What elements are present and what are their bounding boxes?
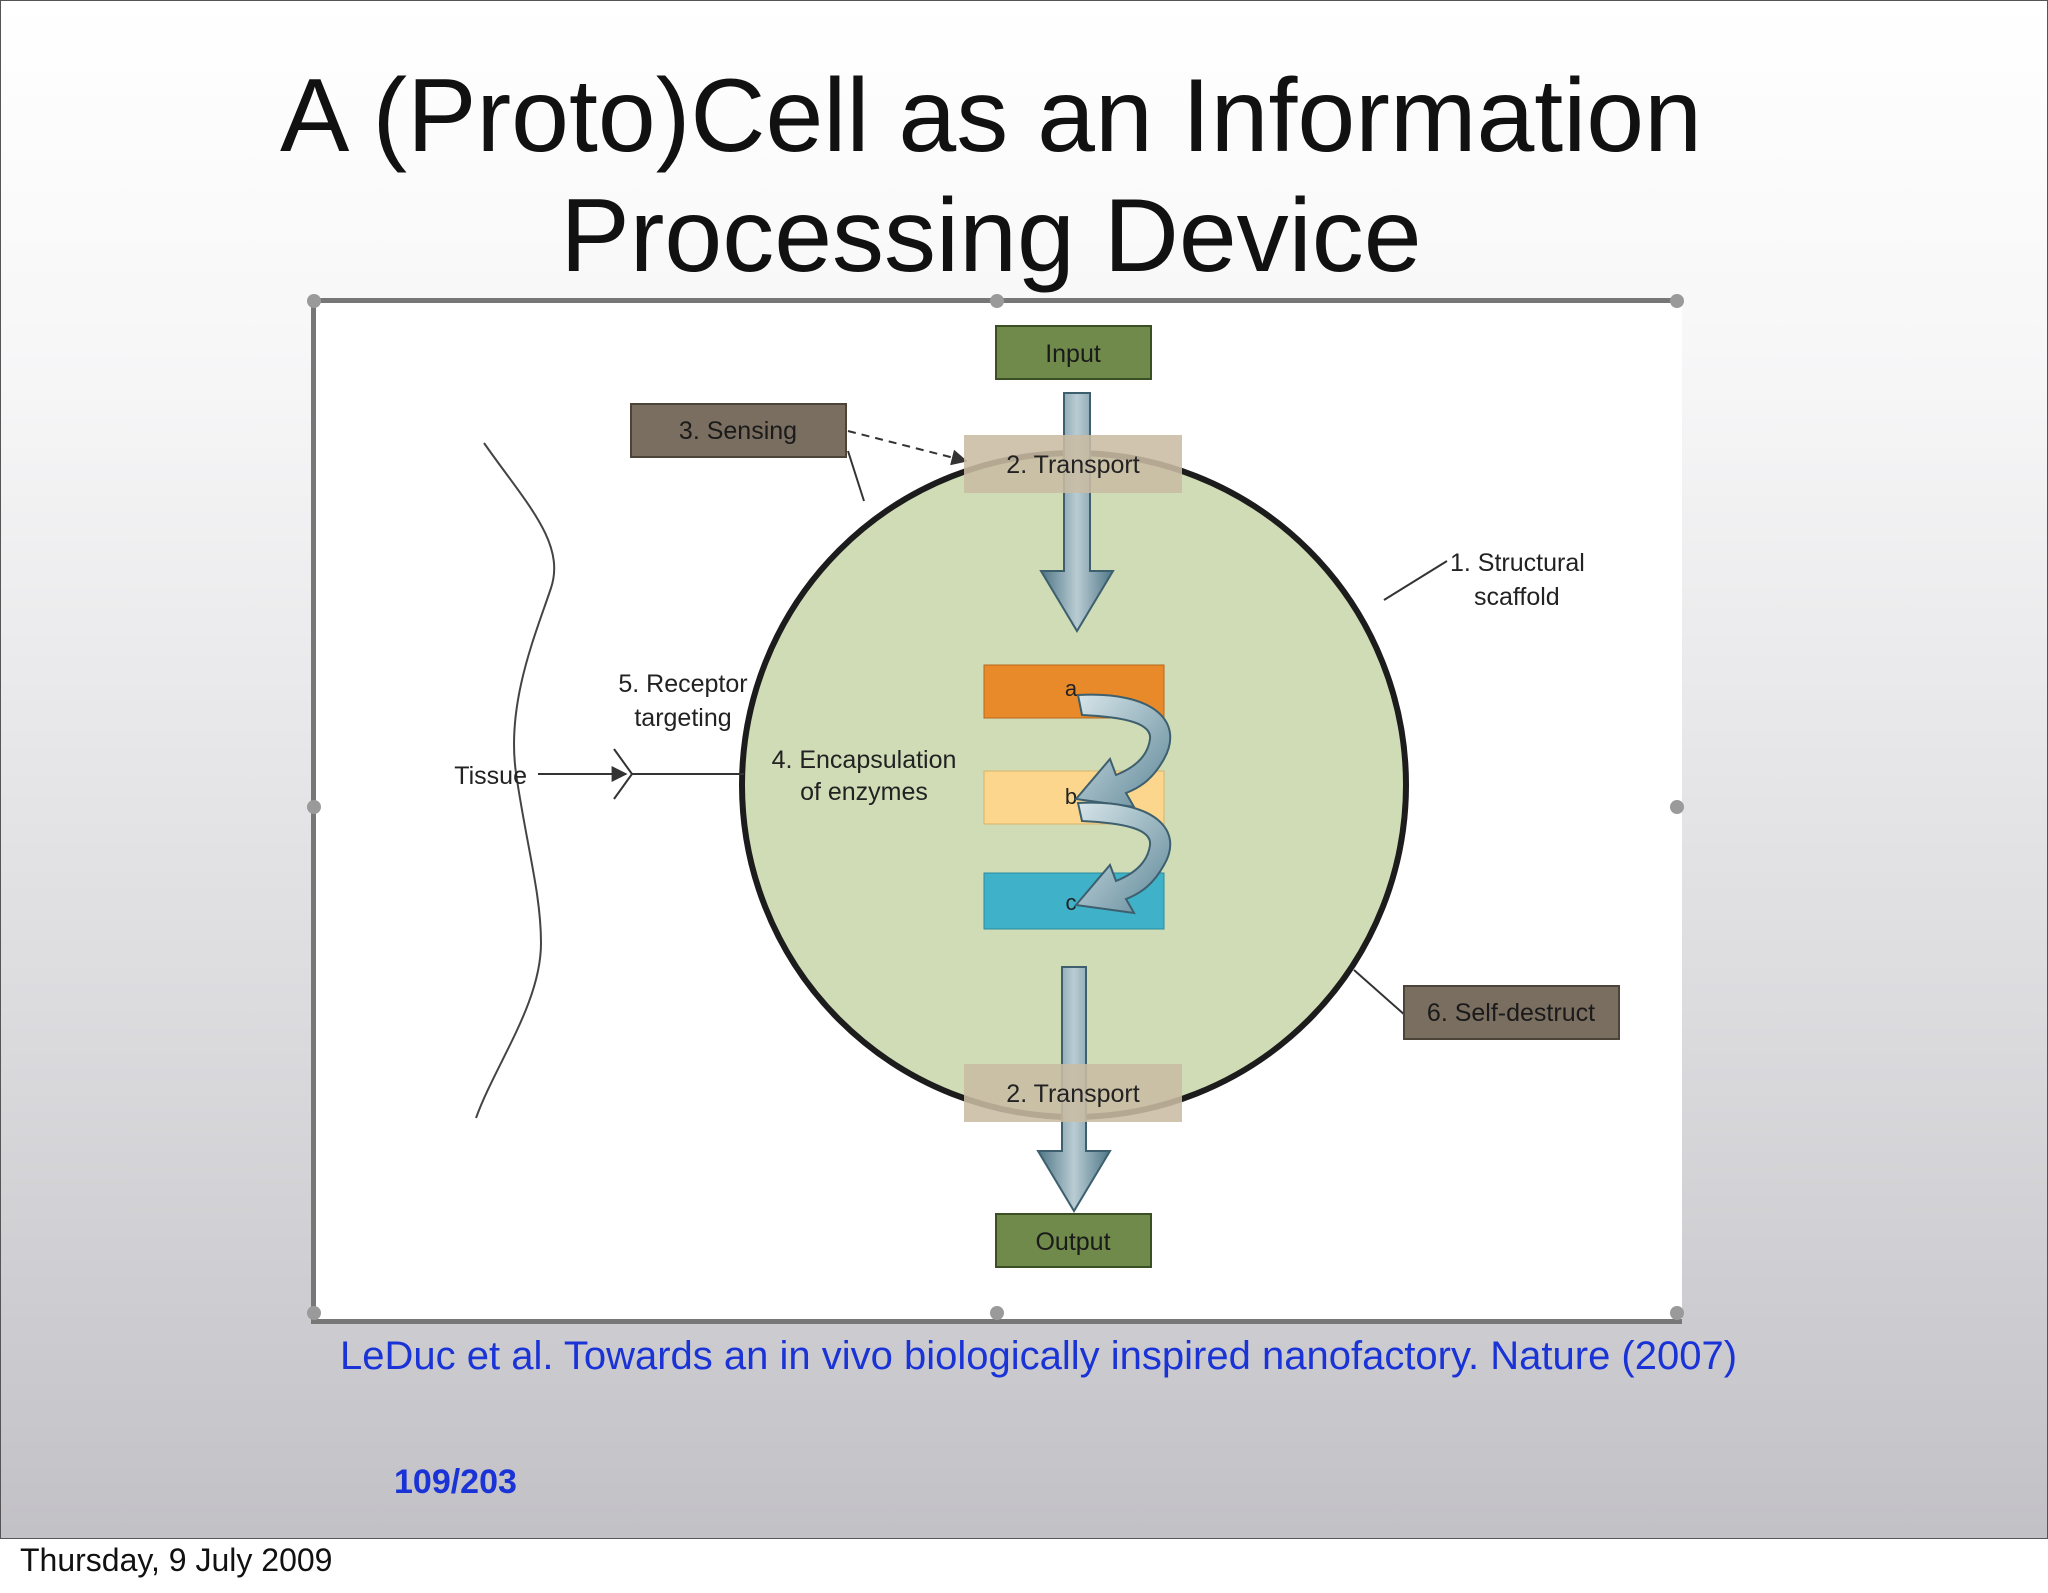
input-box bbox=[995, 325, 1152, 380]
transport-top-label: 2. Transport bbox=[1006, 451, 1139, 479]
selection-handle[interactable] bbox=[307, 800, 321, 814]
selection-handle[interactable] bbox=[307, 294, 321, 308]
figure-frame: 2. Transport 2. Transport Input Output 3… bbox=[311, 298, 1682, 1324]
selection-handle[interactable] bbox=[307, 1306, 321, 1320]
input-label: Input bbox=[1045, 340, 1101, 368]
structural-label-line2: scaffold bbox=[1474, 583, 1560, 611]
protocell-diagram: 2. Transport 2. Transport Input Output 3… bbox=[454, 325, 1620, 1268]
tissue-boundary bbox=[475, 442, 556, 1119]
transport-top-box bbox=[964, 435, 1182, 493]
citation-link[interactable]: LeDuc et al. Towards an in vivo biologic… bbox=[340, 1334, 1738, 1378]
slide-title: A (Proto)Cell as an Information Processi… bbox=[280, 58, 1702, 294]
selection-handle[interactable] bbox=[1670, 294, 1684, 308]
sensing-label: 3. Sensing bbox=[679, 417, 797, 445]
slide: A (Proto)Cell as an Information Processi… bbox=[0, 0, 2048, 1539]
selection-handle[interactable] bbox=[1670, 1306, 1684, 1320]
encapsulation-label-line2: of enzymes bbox=[800, 778, 928, 806]
transport-bottom-box bbox=[964, 1064, 1182, 1122]
enzyme-c-label: c bbox=[1066, 890, 1077, 915]
enzyme-b-label: b bbox=[1065, 784, 1077, 809]
sensing-box bbox=[630, 403, 847, 458]
output-label: Output bbox=[1035, 1228, 1110, 1256]
receptor-label-line2: targeting bbox=[634, 704, 731, 732]
encapsulation-label-line1: 4. Encapsulation bbox=[772, 746, 957, 774]
enzyme-a-label: a bbox=[1065, 676, 1078, 701]
receptor-label-line1: 5. Receptor bbox=[618, 670, 747, 698]
selection-handle[interactable] bbox=[990, 294, 1004, 308]
self-destruct-label: 6. Self-destruct bbox=[1427, 999, 1595, 1027]
sensing-leader-line bbox=[847, 450, 865, 502]
selection-handle[interactable] bbox=[990, 1306, 1004, 1320]
selection-handle[interactable] bbox=[1670, 800, 1684, 814]
self-destruct-box bbox=[1403, 985, 1620, 1040]
structural-label-line1: 1. Structural bbox=[1450, 549, 1585, 577]
output-box bbox=[995, 1213, 1152, 1268]
input-arrow bbox=[1039, 392, 1115, 633]
page-counter: 109/203 bbox=[394, 1463, 517, 1501]
transport-bottom-label: 2. Transport bbox=[1006, 1080, 1139, 1108]
date-footer: Thursday, 9 July 2009 bbox=[20, 1542, 333, 1578]
self-destruct-leader-line bbox=[1353, 969, 1407, 1017]
tissue-label: Tissue bbox=[454, 762, 527, 790]
structural-leader-line bbox=[1383, 560, 1448, 601]
sensing-dashed-line bbox=[847, 430, 968, 466]
curved-arrow-b-to-c bbox=[1074, 801, 1172, 915]
